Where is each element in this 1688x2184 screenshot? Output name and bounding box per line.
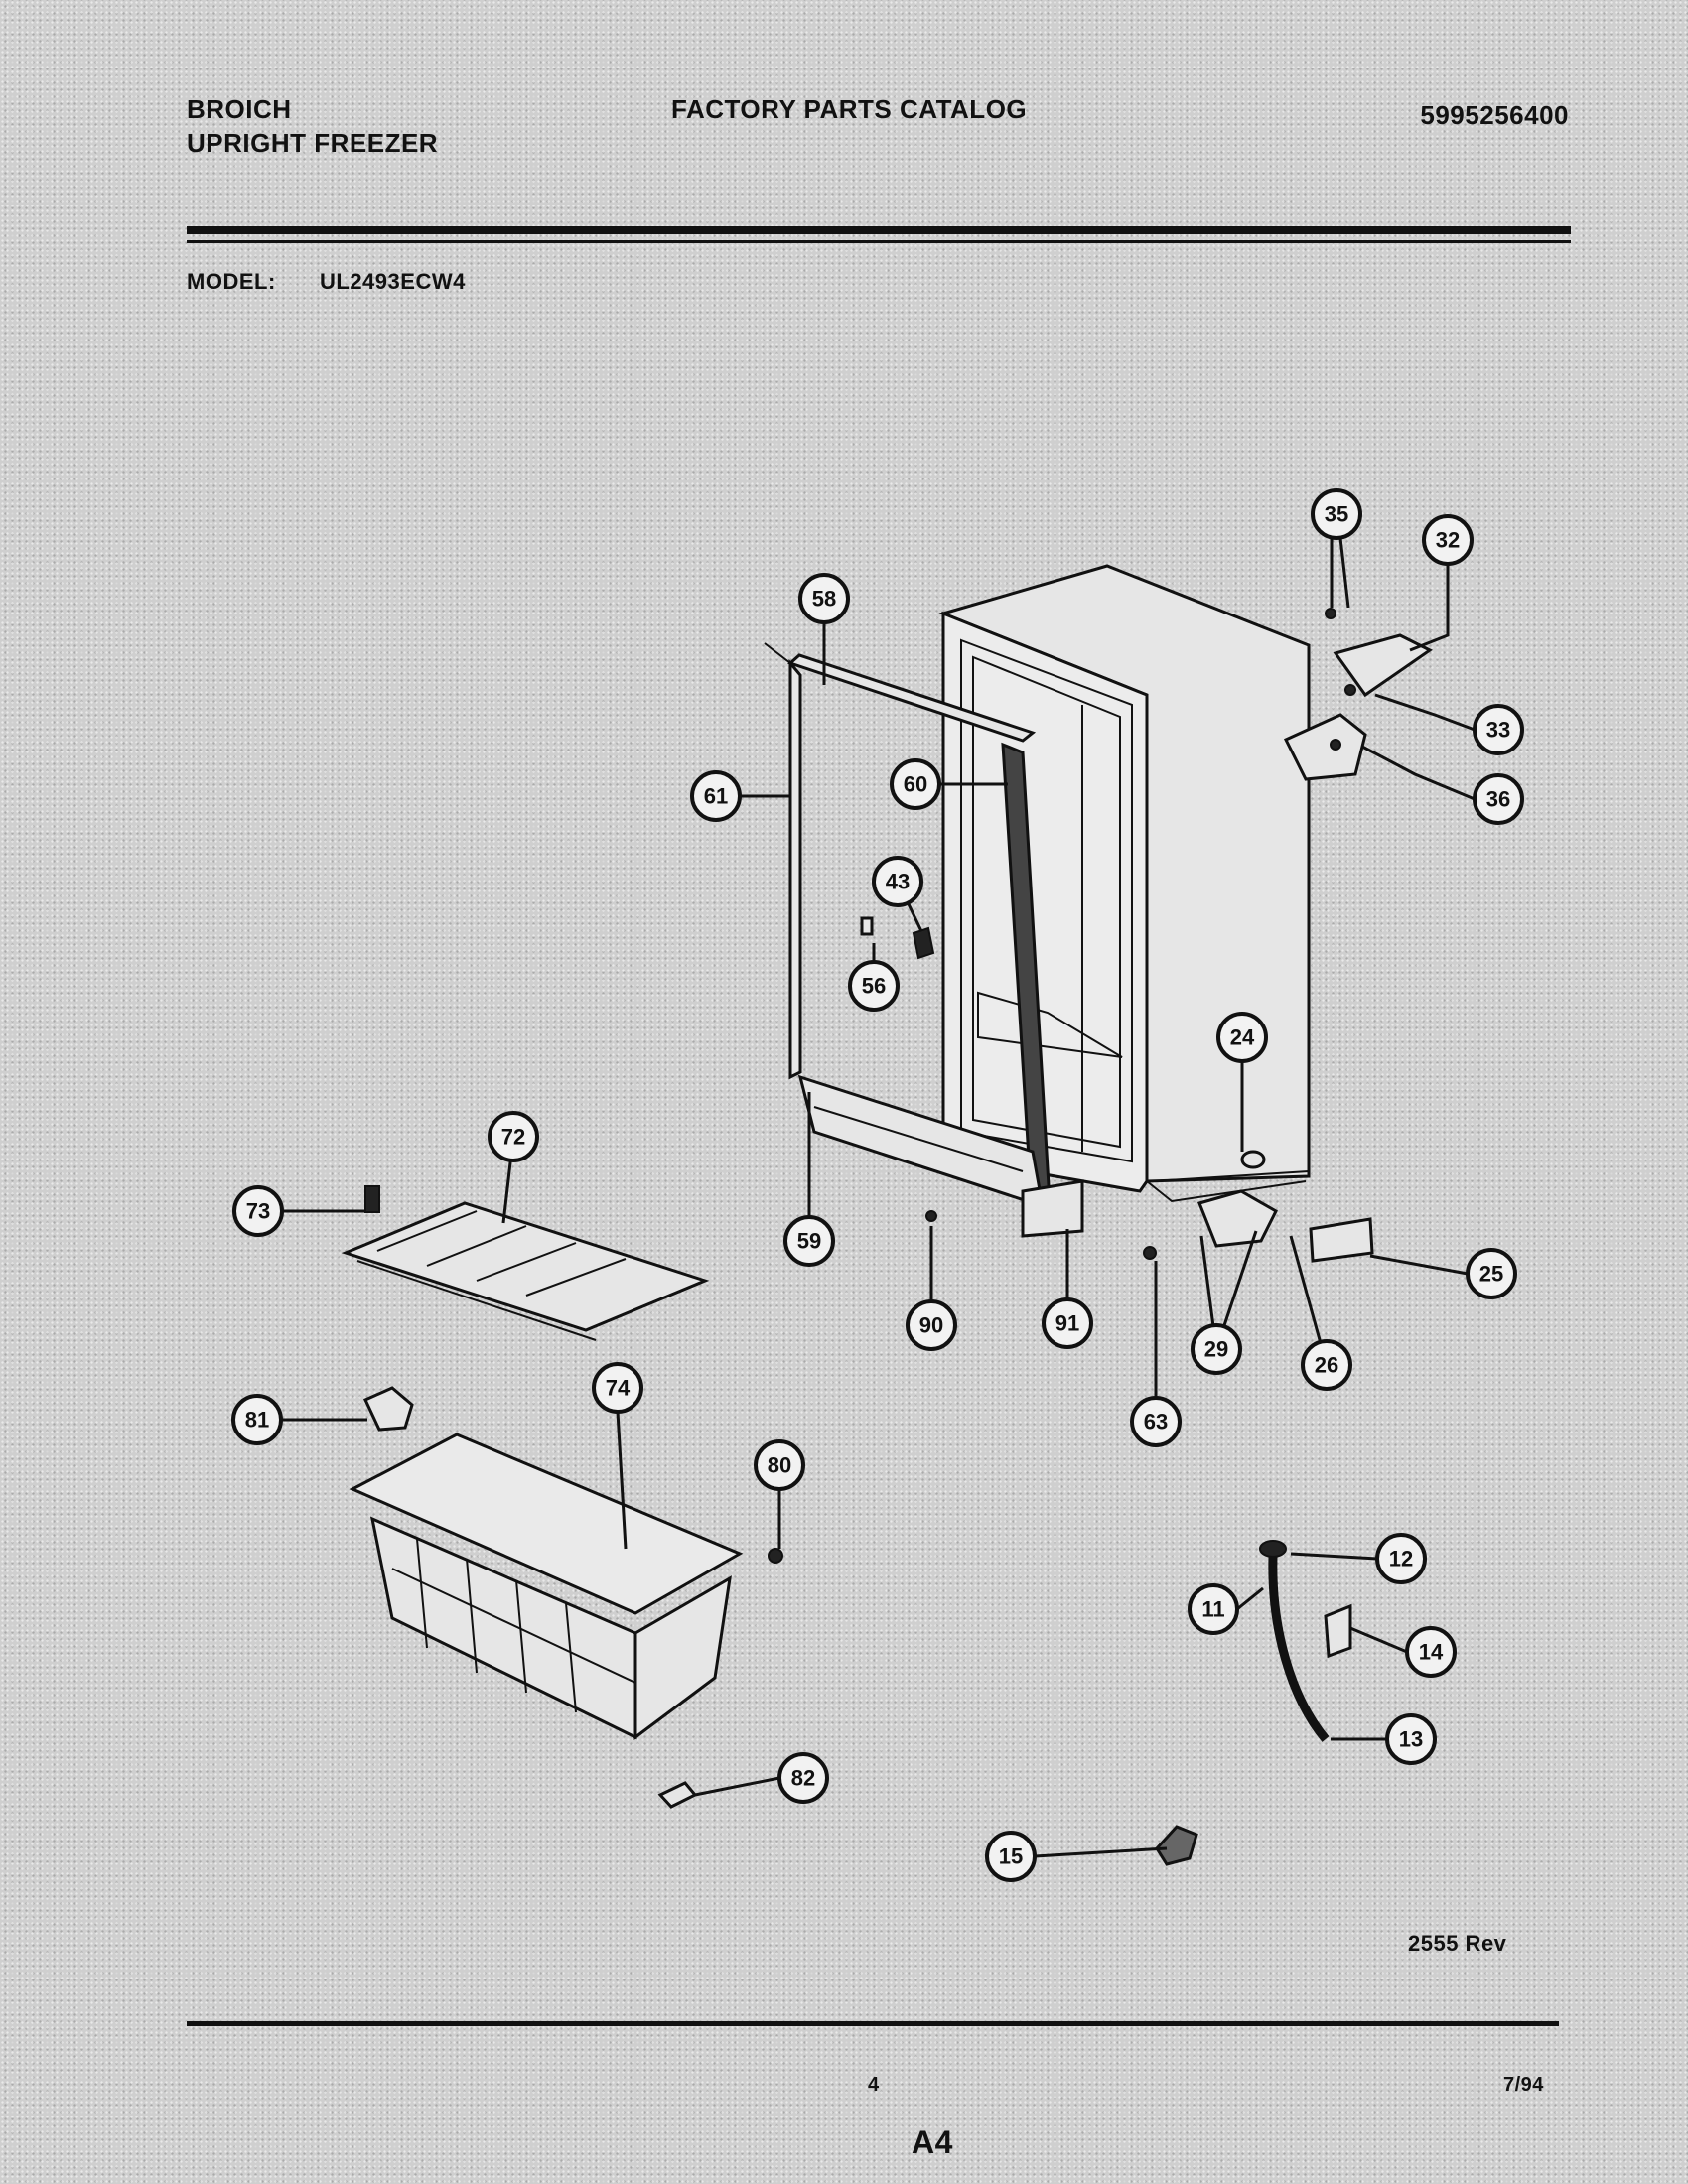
product-name: UPRIGHT FREEZER: [187, 128, 439, 158]
callout-29: 29: [1191, 1323, 1242, 1375]
svg-text:74: 74: [606, 1376, 631, 1401]
revision-code: 2555 Rev: [1408, 1931, 1507, 1956]
catalog-title: FACTORY PARTS CATALOG: [671, 94, 1028, 124]
svg-text:61: 61: [704, 784, 728, 809]
callout-82: 82: [777, 1752, 829, 1804]
svg-text:12: 12: [1389, 1547, 1413, 1571]
svg-text:82: 82: [791, 1766, 815, 1791]
leveler-foot: [1240, 1150, 1266, 1169]
svg-text:91: 91: [1055, 1311, 1079, 1336]
svg-text:72: 72: [501, 1125, 525, 1150]
callout-74: 74: [592, 1362, 643, 1414]
door-stop-part: [912, 926, 935, 960]
svg-text:58: 58: [812, 587, 836, 612]
callout-56: 56: [848, 960, 900, 1012]
callout-72: 72: [488, 1111, 539, 1162]
callout-14: 14: [1405, 1626, 1457, 1678]
svg-text:60: 60: [904, 772, 927, 797]
header-rule-thick: [187, 226, 1571, 234]
callout-91: 91: [1042, 1297, 1093, 1349]
svg-text:36: 36: [1486, 787, 1510, 812]
svg-text:11: 11: [1201, 1597, 1224, 1622]
svg-text:73: 73: [246, 1199, 270, 1224]
grille-clip: [1309, 1217, 1374, 1263]
callout-60: 60: [890, 758, 941, 810]
svg-text:25: 25: [1479, 1262, 1503, 1287]
callout-26: 26: [1301, 1339, 1352, 1391]
callout-12: 12: [1375, 1533, 1427, 1584]
callout-32: 32: [1422, 514, 1474, 566]
svg-text:90: 90: [919, 1313, 943, 1338]
svg-text:13: 13: [1399, 1727, 1423, 1752]
callout-59: 59: [783, 1215, 835, 1267]
wire-basket: [349, 1433, 744, 1740]
callout-25: 25: [1466, 1248, 1517, 1299]
svg-text:15: 15: [999, 1844, 1023, 1869]
callout-13: 13: [1385, 1713, 1437, 1765]
svg-text:14: 14: [1419, 1640, 1444, 1665]
svg-text:43: 43: [886, 870, 910, 894]
model-number: UL2493ECW4: [320, 269, 466, 294]
callout-36: 36: [1473, 773, 1524, 825]
section-label: A4: [912, 2124, 953, 2160]
svg-text:63: 63: [1144, 1410, 1168, 1434]
svg-text:59: 59: [797, 1229, 821, 1254]
callout-43: 43: [872, 856, 923, 907]
freezer-cabinet: [938, 564, 1311, 1203]
callout-80: 80: [754, 1439, 805, 1491]
hinge-bracket-bottom: [1196, 1189, 1278, 1248]
callout-81: 81: [231, 1394, 283, 1445]
footer-rule: [187, 2021, 1559, 2026]
callout-90: 90: [906, 1299, 957, 1351]
wire-shelf: [341, 1201, 710, 1341]
callout-35: 35: [1311, 488, 1362, 540]
svg-text:29: 29: [1204, 1337, 1228, 1362]
basket-button: [768, 1548, 783, 1564]
callout-15: 15: [985, 1831, 1037, 1882]
door-bracket-part: [860, 916, 874, 936]
svg-text:24: 24: [1230, 1025, 1255, 1050]
page-number: 4: [868, 2074, 880, 2096]
callout-61: 61: [690, 770, 742, 822]
shelf-clip: [364, 1185, 380, 1213]
screw-part: [1143, 1246, 1157, 1260]
svg-text:26: 26: [1315, 1353, 1338, 1378]
callout-33: 33: [1473, 704, 1524, 755]
basket-clip: [657, 1781, 698, 1809]
catalog-number: 5995256400: [1420, 100, 1569, 130]
callout-58: 58: [798, 573, 850, 624]
svg-text:80: 80: [768, 1453, 791, 1478]
callout-63: 63: [1130, 1396, 1182, 1447]
catalog-date: 7/94: [1503, 2074, 1544, 2096]
header-rule-thin: [187, 240, 1571, 243]
svg-text:33: 33: [1486, 718, 1510, 743]
drain-plug: [1155, 1825, 1198, 1866]
callout-24: 24: [1216, 1012, 1268, 1063]
svg-text:56: 56: [862, 974, 886, 999]
hinge-assembly: [1283, 608, 1433, 781]
svg-text:32: 32: [1436, 528, 1460, 553]
screw-part-2: [925, 1210, 937, 1222]
svg-text:81: 81: [245, 1408, 269, 1433]
drain-assembly: [1259, 1540, 1352, 1742]
svg-text:35: 35: [1325, 502, 1348, 527]
callout-11: 11: [1188, 1583, 1239, 1635]
door-gasket-frame: [764, 642, 1084, 1238]
leader-lines: [281, 537, 1476, 1858]
model-label: MODEL:: [187, 269, 276, 294]
basket-hanger: [362, 1386, 414, 1432]
brand-name: BROICH: [187, 94, 292, 124]
callout-73: 73: [232, 1185, 284, 1237]
